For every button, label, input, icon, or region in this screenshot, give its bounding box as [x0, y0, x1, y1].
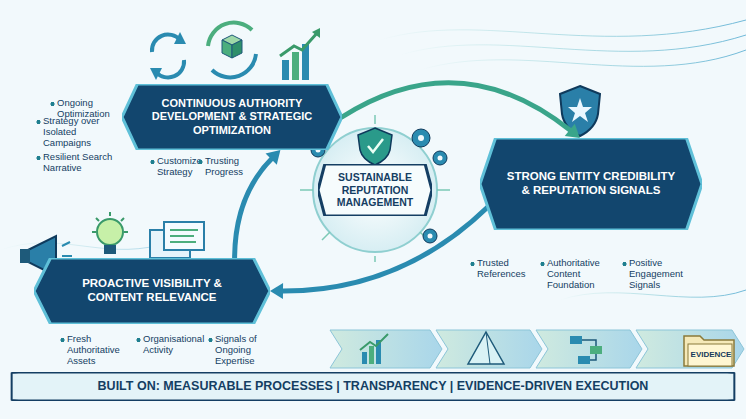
bullet-note: Trusting Progress: [198, 156, 242, 178]
foundation-band: BUILT ON: MEASURABLE PROCESSES | TRANSPA…: [8, 372, 738, 401]
bullet-note: Trusted References: [470, 258, 532, 280]
node-title: STRONG ENTITY CREDIBILITY & REPUTATION S…: [506, 170, 676, 198]
process-hexagon: STRONG ENTITY CREDIBILITY & REPUTATION S…: [480, 138, 702, 230]
process-hexagon: CONTINUOUS AUTHORITY DEVELOPMENT & STRAT…: [122, 84, 342, 150]
bullet-note: Organisational Activity: [136, 334, 204, 356]
bullet-note: Signals of Ongoing Expertise: [208, 334, 288, 367]
bullet-note: Strategy over Isolated Campaigns: [36, 116, 118, 149]
node-title: SUSTAINABLE REPUTATION MANAGEMENT: [326, 171, 424, 209]
bullet-note: Resilient Search Narrative: [36, 152, 132, 174]
node-title: PROACTIVE VISIBILITY & CONTENT RELEVANCE: [60, 277, 244, 305]
bullet-note: Positive Engagement Signals: [622, 258, 694, 291]
node-title: CONTINUOUS AUTHORITY DEVELOPMENT & STRAT…: [146, 97, 318, 137]
arrow-head: [270, 283, 283, 299]
hub-label: SUSTAINABLE REPUTATION MANAGEMENT: [318, 164, 432, 216]
bullet-note: Authoritative Content Foundation: [540, 258, 616, 291]
arrow-head: [565, 124, 580, 138]
icon-caption: EVIDENCE: [688, 350, 734, 359]
bullet-note: Fresh Authoritative Assets: [60, 334, 130, 367]
process-hexagon: PROACTIVE VISIBILITY & CONTENT RELEVANCE: [34, 258, 270, 324]
arrow-head: [266, 150, 281, 165]
node-title: BUILT ON: MEASURABLE PROCESSES | TRANSPA…: [18, 379, 728, 394]
cycle-arrow: [281, 207, 488, 291]
cycle-arrow: [342, 83, 571, 131]
bullet-note: Customize Strategy: [150, 156, 196, 178]
